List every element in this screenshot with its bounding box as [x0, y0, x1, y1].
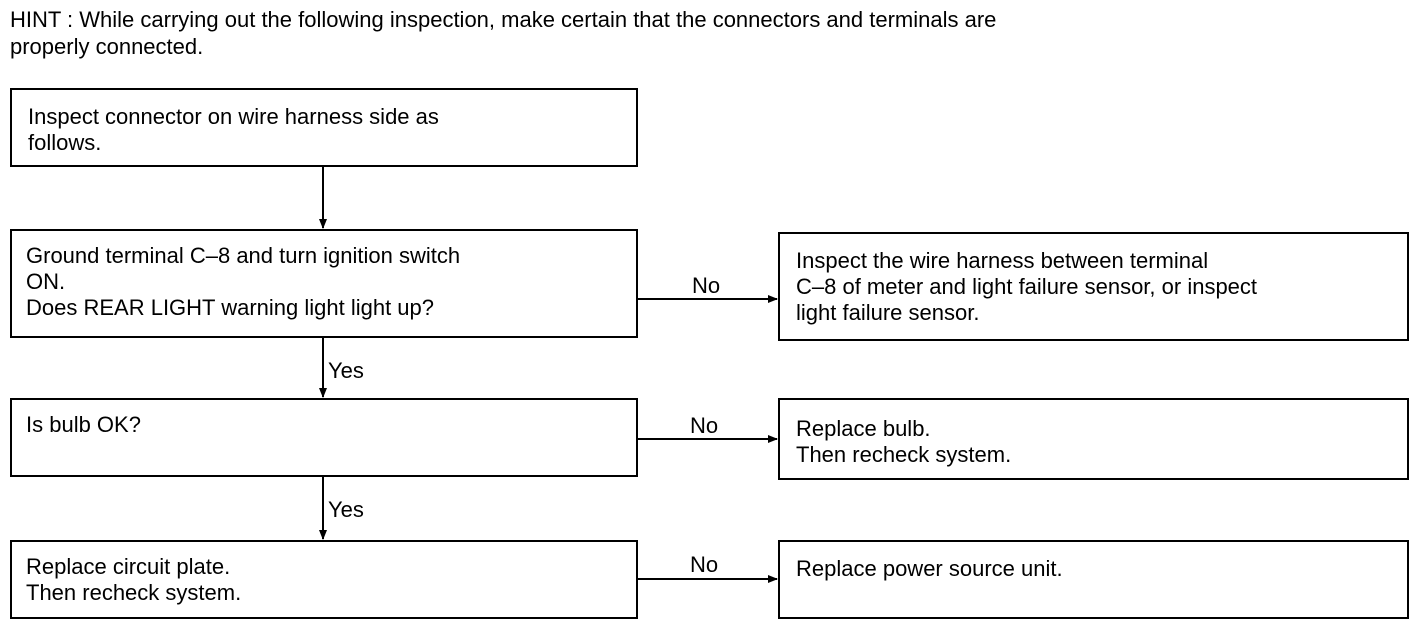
no-label-3: No [690, 552, 719, 577]
yes-label-1: Yes [328, 358, 364, 383]
result-inspect-wire-harness: Inspect the wire harness between termina… [778, 232, 1409, 341]
step-bulb-question: Is bulb OK? [10, 398, 638, 477]
yes-label-2: Yes [328, 497, 364, 522]
no-label-2: No [690, 413, 719, 438]
hint-text: HINT : While carrying out the following … [10, 7, 997, 59]
no-label-1: No [692, 273, 721, 298]
step-replace-circuit-plate: Replace circuit plate. Then recheck syst… [10, 540, 638, 619]
step-ground-terminal-question: Ground terminal C–8 and turn ignition sw… [10, 229, 638, 338]
result-replace-power-source: Replace power source unit. [778, 540, 1409, 619]
step-inspect-connector: Inspect connector on wire harness side a… [10, 88, 638, 167]
result-replace-bulb: Replace bulb. Then recheck system. [778, 398, 1409, 480]
